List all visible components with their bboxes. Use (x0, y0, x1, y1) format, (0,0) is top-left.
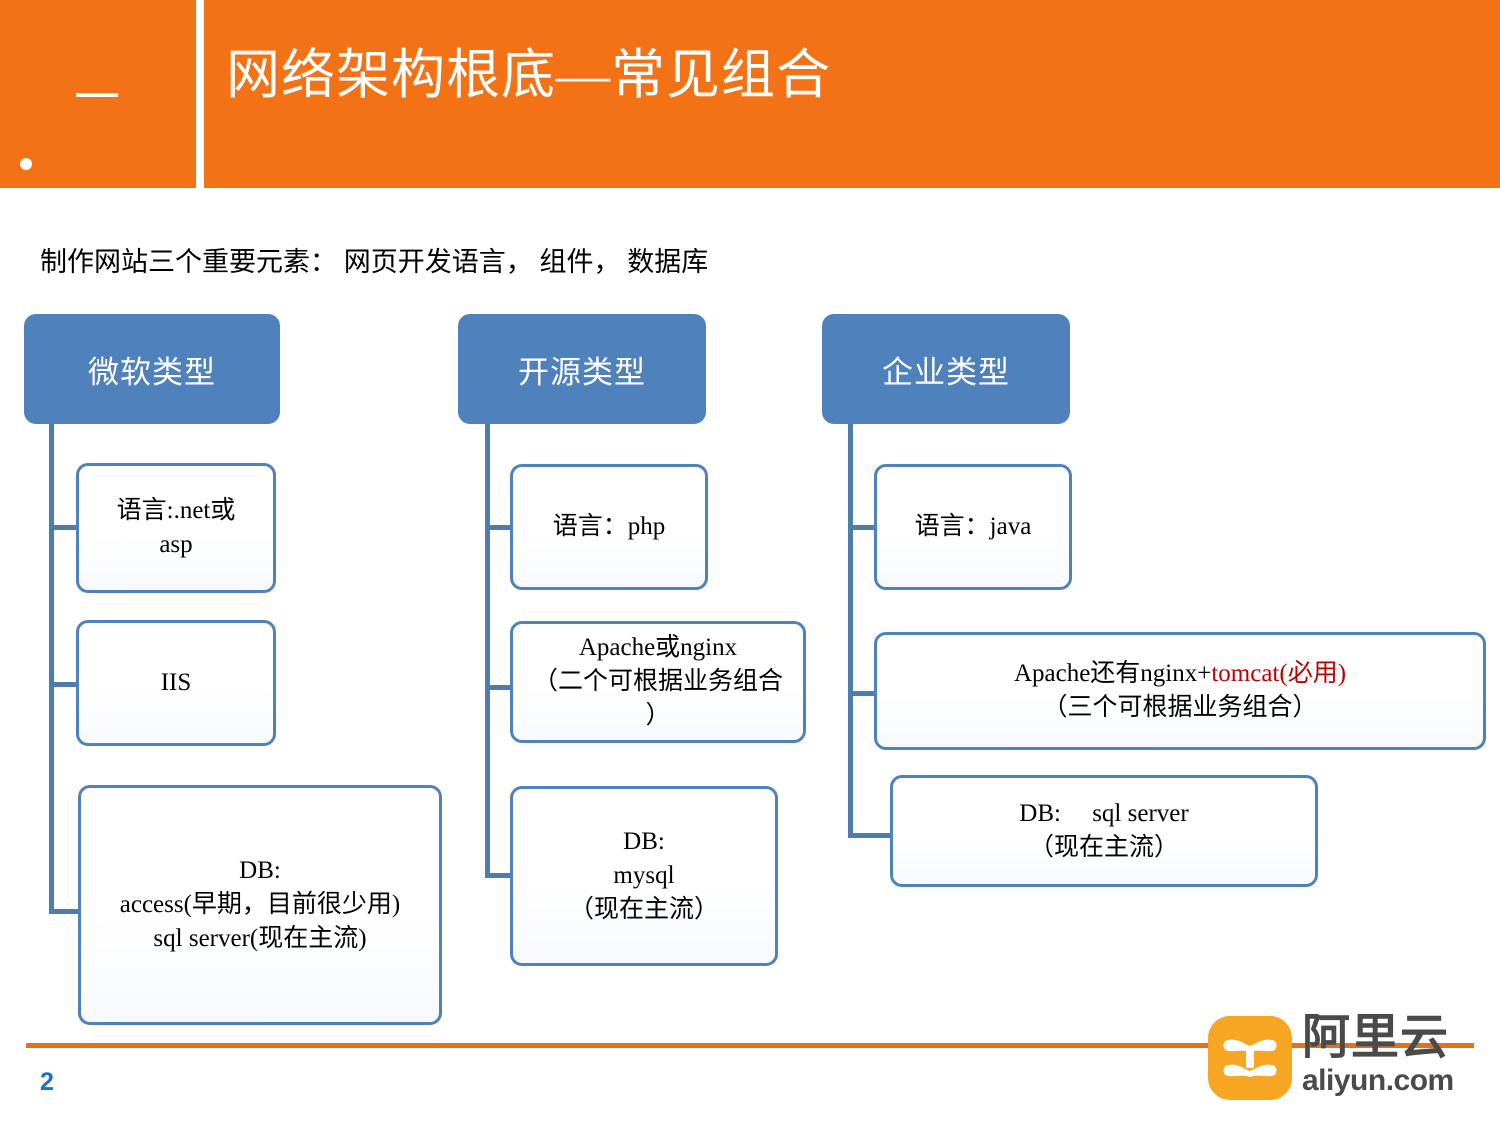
node-col1-language: 语言:.net或 asp (76, 463, 276, 593)
node-text: DB: access(早期，目前很少用) sql server(现在主流) (119, 857, 401, 952)
node-col2-server: Apache或nginx （二个可根据业务组合 ） (510, 621, 806, 743)
connector-stub-col2-node3 (485, 873, 515, 878)
node-col3-database: DB: sql server （现在主流） (890, 775, 1318, 887)
node-text: DB: sql server （现在主流） (1019, 800, 1189, 861)
column-head-label: 企业类型 (882, 354, 1010, 390)
connector-stub-col2-node1 (485, 525, 515, 530)
node-col2-database: DB: mysql （现在主流） (510, 786, 778, 966)
node-col1-database: DB: access(早期，目前很少用) sql server(现在主流) (78, 785, 442, 1025)
header-number-block (0, 0, 196, 188)
bullet-dot-icon (20, 158, 32, 170)
connector-trunk-col3 (848, 424, 853, 837)
node-col1-server: IIS (76, 620, 276, 746)
node-text: 语言：java (914, 513, 1032, 541)
page-number: 2 (40, 1068, 54, 1096)
node-col3-language: 语言：java (874, 464, 1072, 590)
column-head-label: 开源类型 (518, 354, 646, 390)
node-text: IIS (160, 669, 192, 697)
connector-stub-col3-node1 (848, 525, 878, 530)
node-text: Apache或nginx （二个可根据业务组合 ） (532, 634, 783, 729)
node-text: Apache还有nginx+tomcat(必用) （三个可根据业务组合） (1013, 660, 1347, 721)
column-head-opensource: 开源类型 (458, 314, 706, 424)
aliyun-cloud-icon (1208, 1016, 1292, 1100)
aliyun-logo-en: aliyun.com (1302, 1064, 1454, 1097)
page-title: 网络架构根底—常见组合 (226, 45, 831, 105)
node-text: DB: mysql （现在主流） (568, 828, 719, 923)
node-col3-server: Apache还有nginx+tomcat(必用) （三个可根据业务组合） (874, 632, 1486, 750)
aliyun-logo-cn: 阿里云 (1302, 1011, 1450, 1064)
header-title-block (204, 0, 1500, 188)
node-text: 语言：php (552, 513, 666, 541)
node-col2-language: 语言：php (510, 464, 708, 590)
connector-stub-col2-node2 (485, 685, 515, 690)
connector-trunk-col1 (49, 424, 54, 914)
highlight-text: tomcat(必用) (1211, 660, 1347, 688)
footer-rule (26, 1043, 1474, 1048)
subtitle-text: 制作网站三个重要元素： 网页开发语言， 组件， 数据库 (40, 247, 709, 277)
connector-stub-col1-node2 (49, 682, 79, 687)
connector-trunk-col2 (485, 424, 490, 876)
connector-stub-col3-node2 (848, 691, 878, 696)
connector-stub-col1-node3 (49, 909, 83, 914)
column-head-label: 微软类型 (88, 354, 216, 390)
connector-stub-col1-node1 (49, 525, 79, 530)
column-head-enterprise: 企业类型 (822, 314, 1070, 424)
section-number: 一 (74, 72, 122, 123)
connector-stub-col3-node3 (848, 833, 894, 838)
column-head-microsoft: 微软类型 (24, 314, 280, 424)
node-text: 语言:.net或 asp (116, 497, 236, 558)
aliyun-logo: 阿里云 aliyun.com (1208, 1012, 1478, 1108)
